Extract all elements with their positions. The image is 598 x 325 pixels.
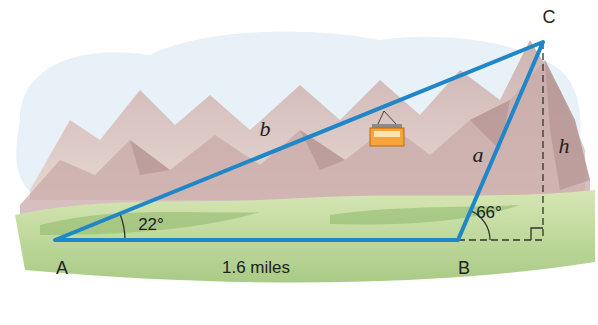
- angle-label: 22°: [138, 216, 164, 233]
- mountain-shading: [130, 60, 590, 190]
- height-label: h: [559, 135, 570, 157]
- angle-label: 66°: [476, 204, 502, 221]
- distance-label: 1.6 miles: [222, 259, 290, 276]
- base-extension: [458, 239, 543, 240]
- vertex-label: C: [543, 8, 556, 26]
- gondola: [370, 111, 404, 146]
- height-line: [542, 42, 543, 240]
- vertex-label: A: [56, 259, 68, 277]
- right-angle-mark: [531, 228, 543, 240]
- ground: [15, 190, 595, 282]
- side-label: b: [260, 118, 271, 140]
- angle-arc-a: [120, 214, 125, 240]
- vertex-label: B: [458, 259, 470, 277]
- ground-hills: [40, 205, 520, 235]
- triangle: [55, 42, 543, 240]
- side-label: a: [473, 144, 484, 166]
